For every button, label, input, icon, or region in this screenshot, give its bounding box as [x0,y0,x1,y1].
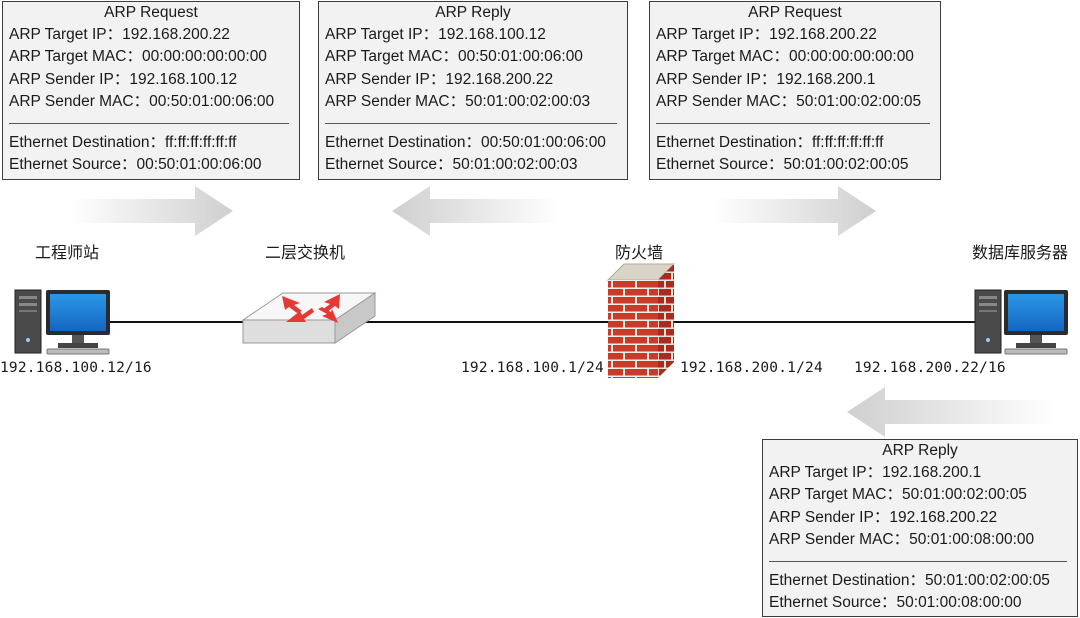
firewall-label: 防火墙 [615,245,664,262]
field-value: 192.168.200.22 [769,26,877,44]
field-key: ARP Sender MAC： [9,92,150,110]
arrow-left-icon [392,186,560,236]
field-value: ff:ff:ff:ff:ff:ff [164,134,237,152]
field-key: Ethernet Source： [325,156,453,174]
field-value: 192.168.200.22 [122,26,230,44]
field-key: Ethernet Destination： [656,134,812,152]
field-value: 00:00:00:00:00:00 [788,48,914,66]
field-key: Ethernet Source： [656,156,784,174]
packet-box-3: ARP Request ARP Target IP：192.168.200.22… [649,1,941,180]
field-key: Ethernet Destination： [769,572,925,590]
field-key: ARP Target IP： [9,26,123,44]
field-value: 50:01:00:08:00:00 [896,594,1022,612]
arrow-right-icon [713,186,876,236]
field-value: 50:01:00:02:00:03 [465,92,591,110]
packet-box-4: ARP Reply ARP Target IP：192.168.200.1 AR… [762,439,1078,617]
field-key: Ethernet Destination： [325,134,481,152]
field-key: ARP Target MAC： [325,48,458,66]
workstation-icon [14,289,110,355]
field-key: ARP Sender IP： [9,70,130,88]
field-value: 00:50:01:00:06:00 [149,92,275,110]
field-value: 192.168.200.22 [445,70,554,88]
server-ip: 192.168.200.22/16 [854,360,1006,376]
switch-label: 二层交换机 [265,245,346,262]
field-key: ARP Sender IP： [656,70,777,88]
field-key: ARP Target MAC： [9,48,142,66]
firewall-icon [606,263,676,378]
packet-title: ARP Reply [435,4,511,21]
server-label: 数据库服务器 [972,245,1069,262]
server-icon [974,289,1068,355]
divider [769,561,1067,563]
field-value: 192.168.100.12 [129,70,238,88]
field-value: 00:50:01:00:06:00 [136,156,262,174]
field-value: 50:01:00:08:00:00 [909,530,1035,548]
field-key: ARP Sender MAC： [656,92,797,110]
packet-title: ARP Request [748,4,842,21]
firewall-outside-ip: 192.168.200.1/24 [680,360,823,376]
field-value: 192.168.200.1 [882,464,982,482]
arrow-right-icon [70,186,233,236]
field-value: 50:01:00:02:00:03 [452,156,578,174]
packet-title: ARP Reply [882,442,958,459]
switch-icon [241,292,377,344]
field-key: ARP Target MAC： [769,486,902,504]
field-key: ARP Target IP： [325,26,439,44]
packet-title: ARP Request [104,4,198,21]
field-value: ff:ff:ff:ff:ff:ff [811,134,884,152]
firewall-inside-ip: 192.168.100.1/24 [461,360,604,376]
field-key: Ethernet Source： [769,594,897,612]
field-key: Ethernet Destination： [9,134,165,152]
packet-box-1: ARP Request ARP Target IP：192.168.200.22… [2,1,300,180]
field-key: ARP Target MAC： [656,48,789,66]
field-value: 50:01:00:02:00:05 [796,92,922,110]
field-value: 192.168.200.1 [776,70,876,88]
engineer-ip: 192.168.100.12/16 [0,360,152,376]
field-key: Ethernet Source： [9,156,137,174]
field-value: 50:01:00:02:00:05 [924,572,1050,590]
packet-box-2: ARP Reply ARP Target IP：192.168.100.12 A… [318,1,628,180]
engineer-station-label: 工程师站 [35,245,100,262]
field-key: ARP Target IP： [656,26,770,44]
field-value: 00:50:01:00:06:00 [457,48,583,66]
field-value: 192.168.100.12 [438,26,546,44]
arrow-left-icon [847,387,1055,437]
divider [656,123,930,125]
field-value: 50:01:00:02:00:05 [901,486,1027,504]
field-value: 00:50:01:00:06:00 [480,134,606,152]
divider [9,123,289,125]
field-key: ARP Sender IP： [769,508,890,526]
field-value: 192.168.200.22 [889,508,998,526]
field-key: ARP Sender IP： [325,70,446,88]
field-value: 00:00:00:00:00:00 [141,48,267,66]
divider [325,123,617,125]
field-value: 50:01:00:02:00:05 [783,156,909,174]
field-key: ARP Sender MAC： [769,530,910,548]
field-key: ARP Sender MAC： [325,92,466,110]
field-key: ARP Target IP： [769,464,883,482]
